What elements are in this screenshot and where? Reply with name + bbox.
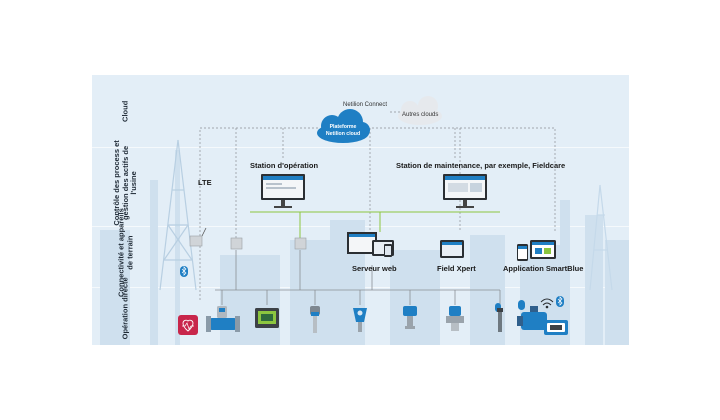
web-server-devices [347, 232, 394, 257]
bluetooth-icon [518, 300, 525, 310]
probe-device-1 [310, 306, 320, 333]
operation-station-monitor [261, 174, 305, 208]
other-clouds-label: Autres clouds [402, 112, 439, 118]
netilion-cloud [317, 109, 370, 143]
operation-station-label: Station d'opération [250, 161, 319, 170]
right-tower [589, 184, 613, 291]
band-separator-1 [92, 147, 629, 148]
green-network [250, 211, 500, 240]
gateway-2 [294, 237, 307, 250]
gateway-1 [230, 237, 243, 250]
platform-label-line1: Plateforme [329, 124, 357, 130]
lte-router [189, 227, 207, 247]
bluetooth-icon [180, 266, 188, 277]
smartblue-label: Application SmartBlue [503, 264, 584, 273]
smartblue-phones [517, 240, 556, 261]
maintenance-station-monitor [443, 174, 487, 208]
valve-device [517, 306, 568, 335]
differential-pressure-device [446, 306, 464, 331]
bluetooth-icon [556, 296, 564, 307]
other-clouds-cloud [398, 96, 442, 125]
wifi-icon [540, 298, 554, 309]
plant-silhouette [100, 150, 629, 345]
platform-label-line2: Netilion cloud [325, 131, 361, 137]
field-xpert-tablet [440, 240, 464, 258]
fieldbus-lines [215, 250, 501, 305]
band-label-direct: Opération directe [120, 277, 130, 340]
web-server-label: Serveur web [352, 264, 397, 273]
rod-sensor-device [497, 308, 503, 332]
netilion-connect-label: Netilion Connect [343, 102, 388, 108]
pressure-device [403, 306, 417, 329]
lattice-tower [159, 139, 197, 291]
field-xpert-label: Field Xpert [437, 264, 476, 273]
flowmeter-device [206, 306, 240, 332]
heartbeat-device-icon [178, 315, 198, 335]
lte-label: LTE [198, 178, 212, 187]
display-unit-device [255, 308, 279, 328]
maintenance-station-label: Station de maintenance, par exemple, Fie… [396, 161, 566, 170]
level-probe-device [353, 308, 367, 332]
